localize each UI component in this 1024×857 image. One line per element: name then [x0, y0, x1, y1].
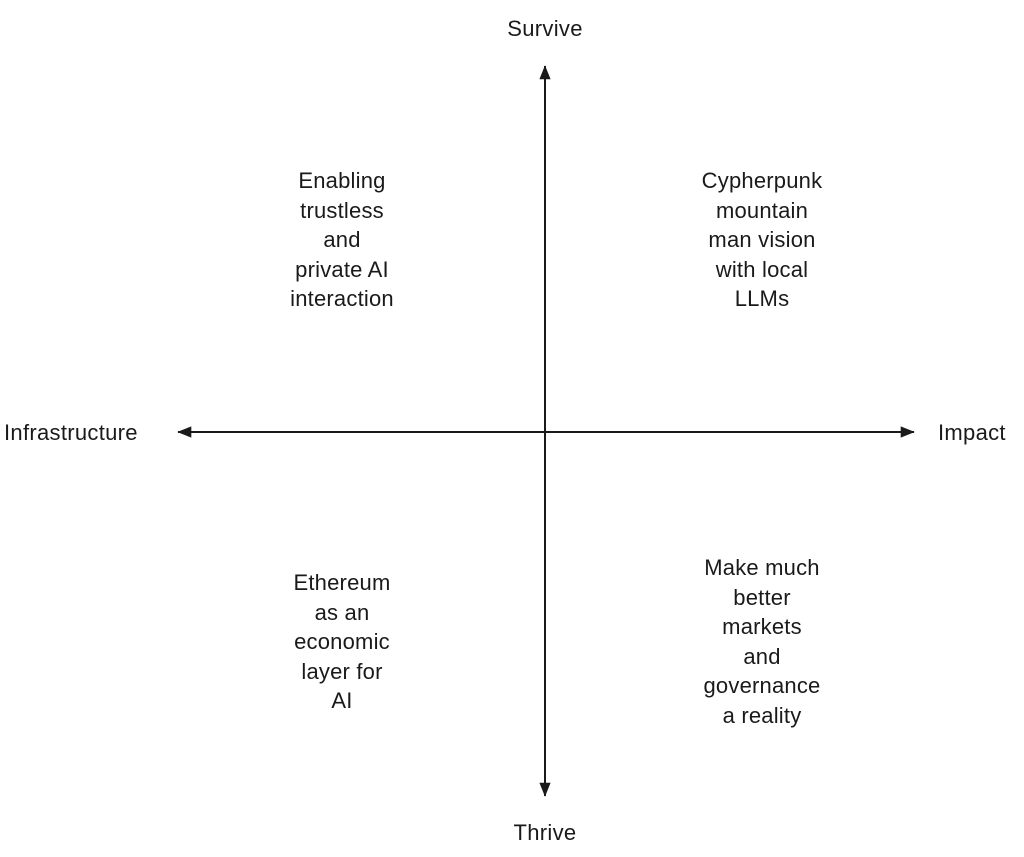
quadrant-text-top-left: Enabling trustless and private AI intera…	[290, 168, 394, 311]
quadrant-text-top-right: Cypherpunk mountain man vision with loca…	[701, 168, 823, 311]
quadrant-text-bottom-right: Make much better markets and governance …	[703, 555, 821, 728]
quadrant-text-bottom-left: Ethereum as an economic layer for AI	[293, 570, 391, 713]
axis-label-bottom: Thrive	[513, 820, 577, 845]
axis-label-right: Impact	[938, 420, 1006, 445]
axis-label-left: Infrastructure	[4, 420, 138, 445]
axis-label-top: Survive	[507, 16, 583, 41]
